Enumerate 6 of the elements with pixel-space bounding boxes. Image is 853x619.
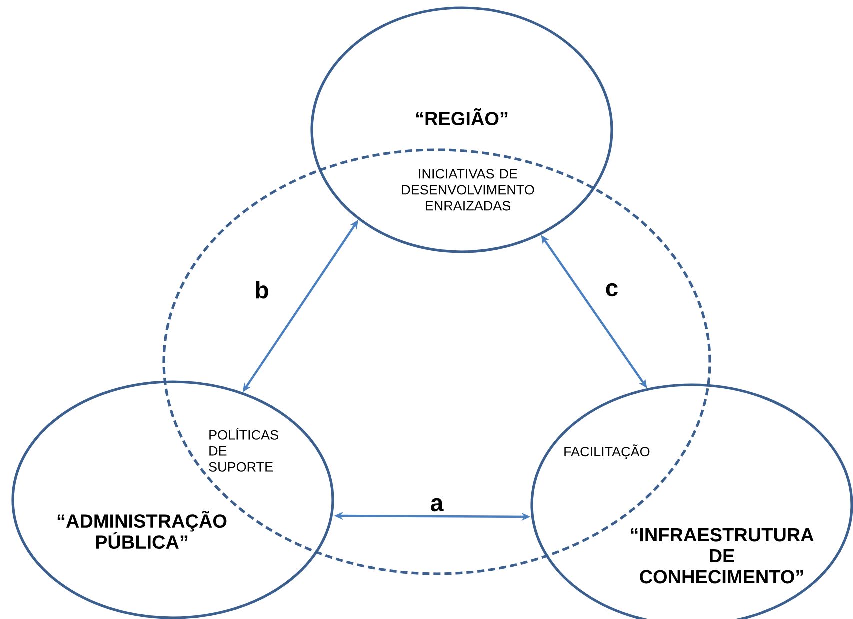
edge-label: b xyxy=(256,281,268,299)
edge-label: c xyxy=(606,283,618,297)
region-label: POLÍTICAS DE SUPORTE xyxy=(209,428,278,472)
region-label: FACILITAÇÃO xyxy=(564,444,650,460)
edge-label: a xyxy=(431,498,444,512)
region-label: INICIATIVAS DE DESENVOLVIMENTO ENRAIZADAS xyxy=(402,169,534,211)
